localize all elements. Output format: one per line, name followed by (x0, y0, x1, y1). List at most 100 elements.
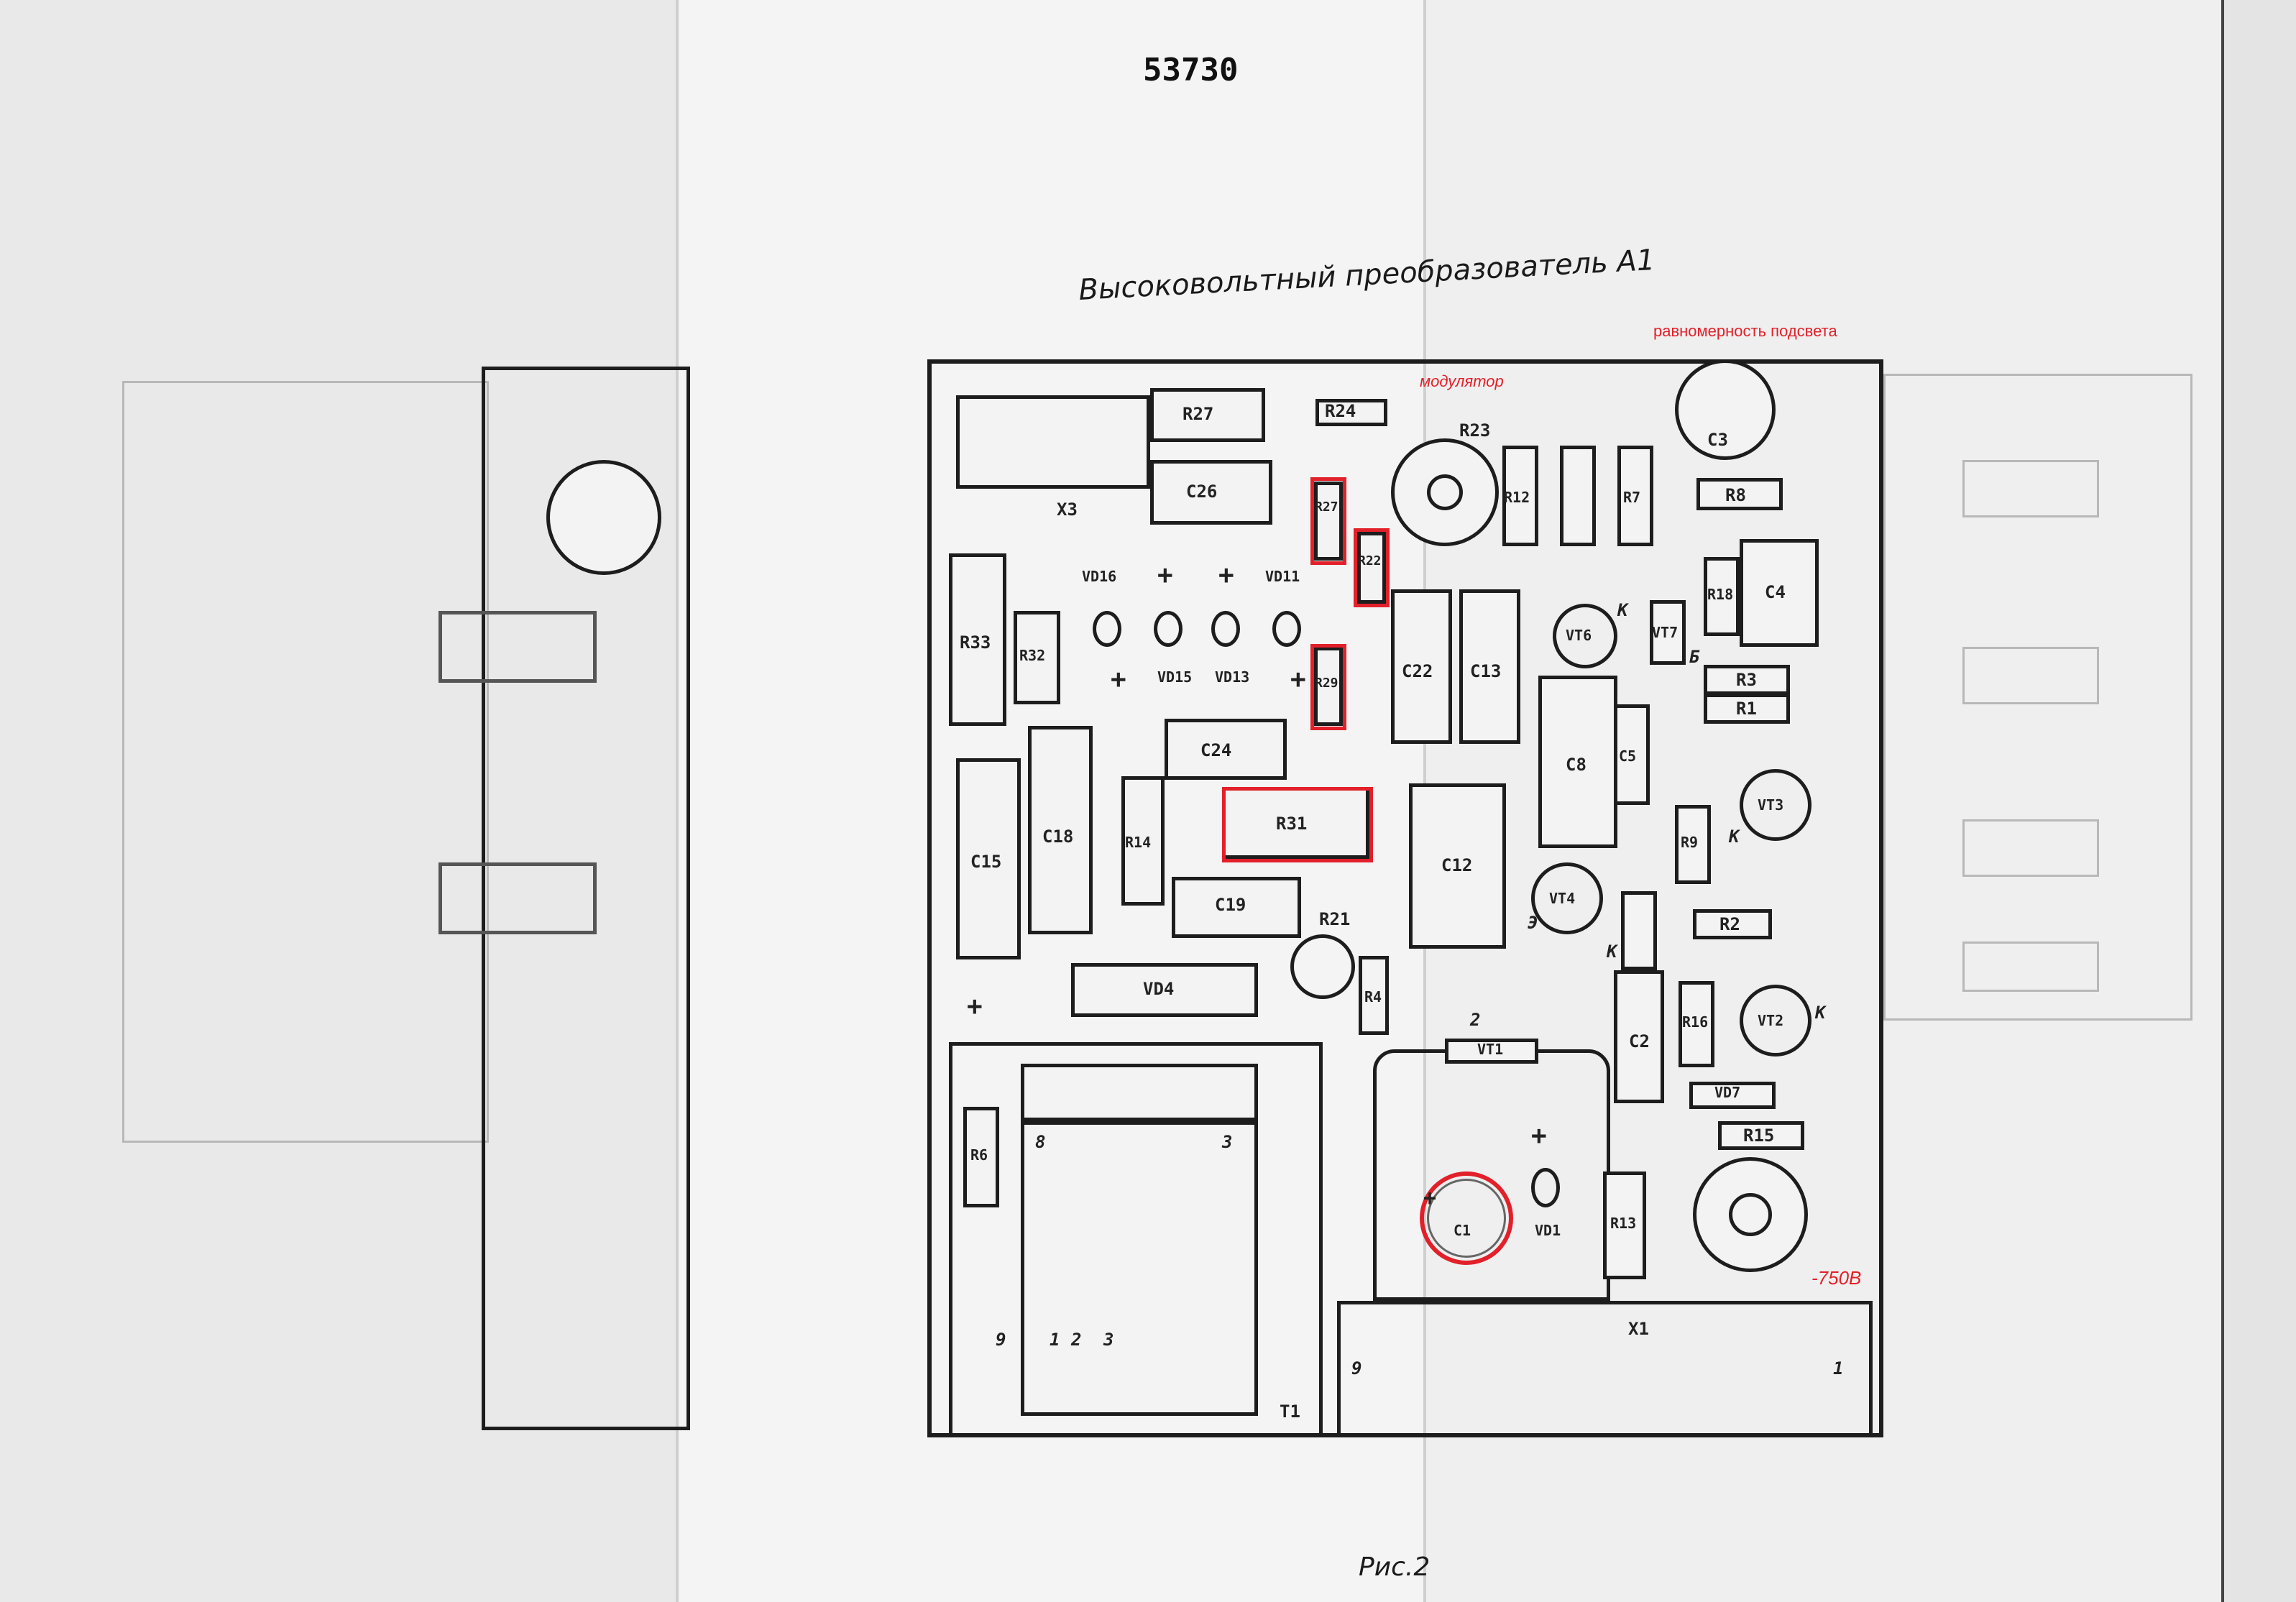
c24-block (1165, 719, 1287, 780)
r6-block (963, 1107, 999, 1207)
label-r9: R9 (1681, 834, 1699, 851)
vt4-transistor (1531, 862, 1603, 934)
vt3-transistor (1740, 769, 1811, 841)
r23-potentiometer (1391, 438, 1499, 546)
plus-vd16: + (1157, 561, 1173, 590)
r9-block (1675, 805, 1711, 884)
label-r15: R15 (1743, 1125, 1775, 1146)
vt1-pin-2: 2 (1470, 1010, 1481, 1030)
t1-pin-3: 3 (1222, 1132, 1233, 1152)
label-vt4: VT4 (1549, 890, 1576, 907)
c18-block (1028, 726, 1093, 934)
label-vt2: VT2 (1758, 1012, 1784, 1029)
highlight-r31 (1222, 787, 1373, 862)
label-c19: C19 (1215, 895, 1246, 915)
ghost-outline-left (122, 381, 489, 1143)
vt4-pin-e: Э (1528, 913, 1538, 933)
plus-vd11: + (1290, 665, 1306, 694)
vt7-block (1650, 600, 1686, 665)
x3-connector (956, 395, 1150, 489)
label-r33: R33 (960, 632, 991, 653)
left-page-shade (0, 0, 676, 1602)
vd4-block (1071, 963, 1258, 1017)
label-r16: R16 (1682, 1013, 1709, 1031)
left-block-2 (438, 862, 597, 934)
r12b-block (1560, 446, 1596, 546)
vt2-pin-k: К (1815, 1003, 1826, 1023)
t1-pin-8: 8 (1035, 1132, 1046, 1152)
vt6-pin-k: К (1617, 600, 1628, 620)
label-vd15: VD15 (1157, 668, 1193, 686)
plus-vd4: + (967, 992, 983, 1021)
c22-block (1391, 589, 1452, 744)
t1-pin-3b: 3 (1103, 1330, 1114, 1350)
r1-block (1704, 694, 1790, 724)
label-r3: R3 (1736, 670, 1757, 690)
c12-block (1409, 783, 1506, 949)
x1-pin-1: 1 (1833, 1358, 1844, 1378)
ghost-block-3 (1962, 819, 2099, 877)
c3-trimmer (1675, 359, 1776, 460)
page-number: 53730 (1143, 52, 1239, 88)
label-r23: R23 (1459, 420, 1491, 441)
t1-frame (949, 1042, 1323, 1437)
r13-block (1603, 1171, 1646, 1279)
c4-block (1740, 539, 1819, 647)
label-x1: X1 (1628, 1319, 1649, 1339)
r8-block (1696, 478, 1783, 510)
r14-block (1121, 776, 1165, 906)
label-r7: R7 (1623, 489, 1641, 506)
label-c12: C12 (1441, 855, 1473, 875)
vt7-pin-b: Б (1689, 647, 1700, 667)
ghost-block-4 (1962, 942, 2099, 992)
label-r27-block: R27 (1183, 404, 1214, 424)
highlight-c1 (1420, 1171, 1513, 1265)
x1-region (1337, 1301, 1873, 1437)
highlight-r22 (1354, 528, 1390, 607)
label-c5: C5 (1619, 747, 1637, 765)
label-vd4: VD4 (1143, 979, 1175, 999)
r22-block (1357, 532, 1386, 604)
label-r8: R8 (1725, 485, 1746, 505)
left-frame (482, 367, 690, 1430)
label-vd7: VD7 (1714, 1084, 1741, 1101)
vt4-pin-k: К (1607, 942, 1617, 962)
t1-pin-2: 2 (1071, 1330, 1082, 1350)
plus-c1: + (1423, 1186, 1437, 1211)
t1-core (1021, 1121, 1258, 1416)
right-edge-strip (2221, 0, 2296, 1602)
label-r14: R14 (1125, 834, 1152, 851)
t1-pin-9: 9 (996, 1330, 1006, 1350)
label-r1: R1 (1736, 699, 1757, 719)
fold-line-1 (676, 0, 679, 1602)
r3-block (1704, 665, 1790, 695)
r23-center (1427, 474, 1463, 510)
r12a-block (1502, 446, 1538, 546)
r33-block (949, 553, 1006, 726)
label-r27: R27 (1315, 500, 1338, 515)
label-vt6: VT6 (1566, 627, 1592, 644)
ghost-block-2 (1962, 647, 2099, 704)
annotation-uniformity: равномерность подсвета (1653, 322, 1837, 340)
vt3-pin-k: К (1729, 827, 1740, 847)
plus-vd13: + (1218, 561, 1234, 590)
annotation-modulator: модулятор (1420, 372, 1504, 390)
r16-block (1679, 981, 1714, 1067)
c13-block (1459, 589, 1520, 744)
c15-block (956, 758, 1021, 959)
left-block-1 (438, 611, 597, 683)
ghost-block-1 (1962, 460, 2099, 517)
label-vd16: VD16 (1082, 568, 1117, 585)
vd7-block (1689, 1082, 1776, 1109)
c2-block (1614, 970, 1664, 1103)
label-c3: C3 (1707, 430, 1728, 450)
highlight-r29 (1310, 644, 1346, 730)
c8-block (1538, 676, 1617, 848)
label-vd1: VD1 (1535, 1222, 1561, 1239)
label-c22: C22 (1402, 661, 1433, 681)
x1-pin-9: 9 (1351, 1358, 1362, 1378)
vd11-diode (1272, 611, 1301, 647)
label-t1: T1 (1280, 1401, 1300, 1422)
label-c13: C13 (1470, 661, 1502, 681)
lower-trimmer-center (1729, 1193, 1772, 1236)
